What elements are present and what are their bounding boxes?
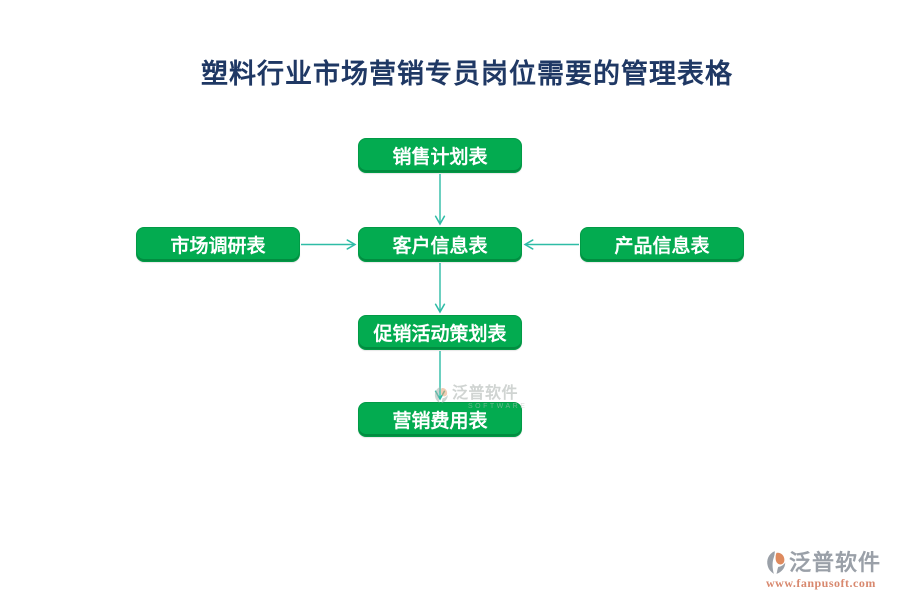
node-promotion-plan: 促销活动策划表 xyxy=(358,315,522,350)
watermark-corner-brand: 泛普软件 xyxy=(789,549,882,575)
watermark-corner: 泛普软件 www.fanpusoft.com xyxy=(766,550,881,589)
node-customer-info: 客户信息表 xyxy=(358,227,522,262)
page-title: 塑料行业市场营销专员岗位需要的管理表格 xyxy=(201,59,733,89)
node-sales-plan: 销售计划表 xyxy=(358,138,522,173)
fanpu-logo-icon xyxy=(767,551,786,574)
node-marketing-expense: 营销费用表 xyxy=(358,402,522,437)
watermark-corner-url: www.fanpusoft.com xyxy=(766,576,876,590)
node-product-info: 产品信息表 xyxy=(580,227,744,262)
node-market-research: 市场调研表 xyxy=(136,227,300,262)
watermark-center-brand: 泛普软件 xyxy=(452,385,519,402)
